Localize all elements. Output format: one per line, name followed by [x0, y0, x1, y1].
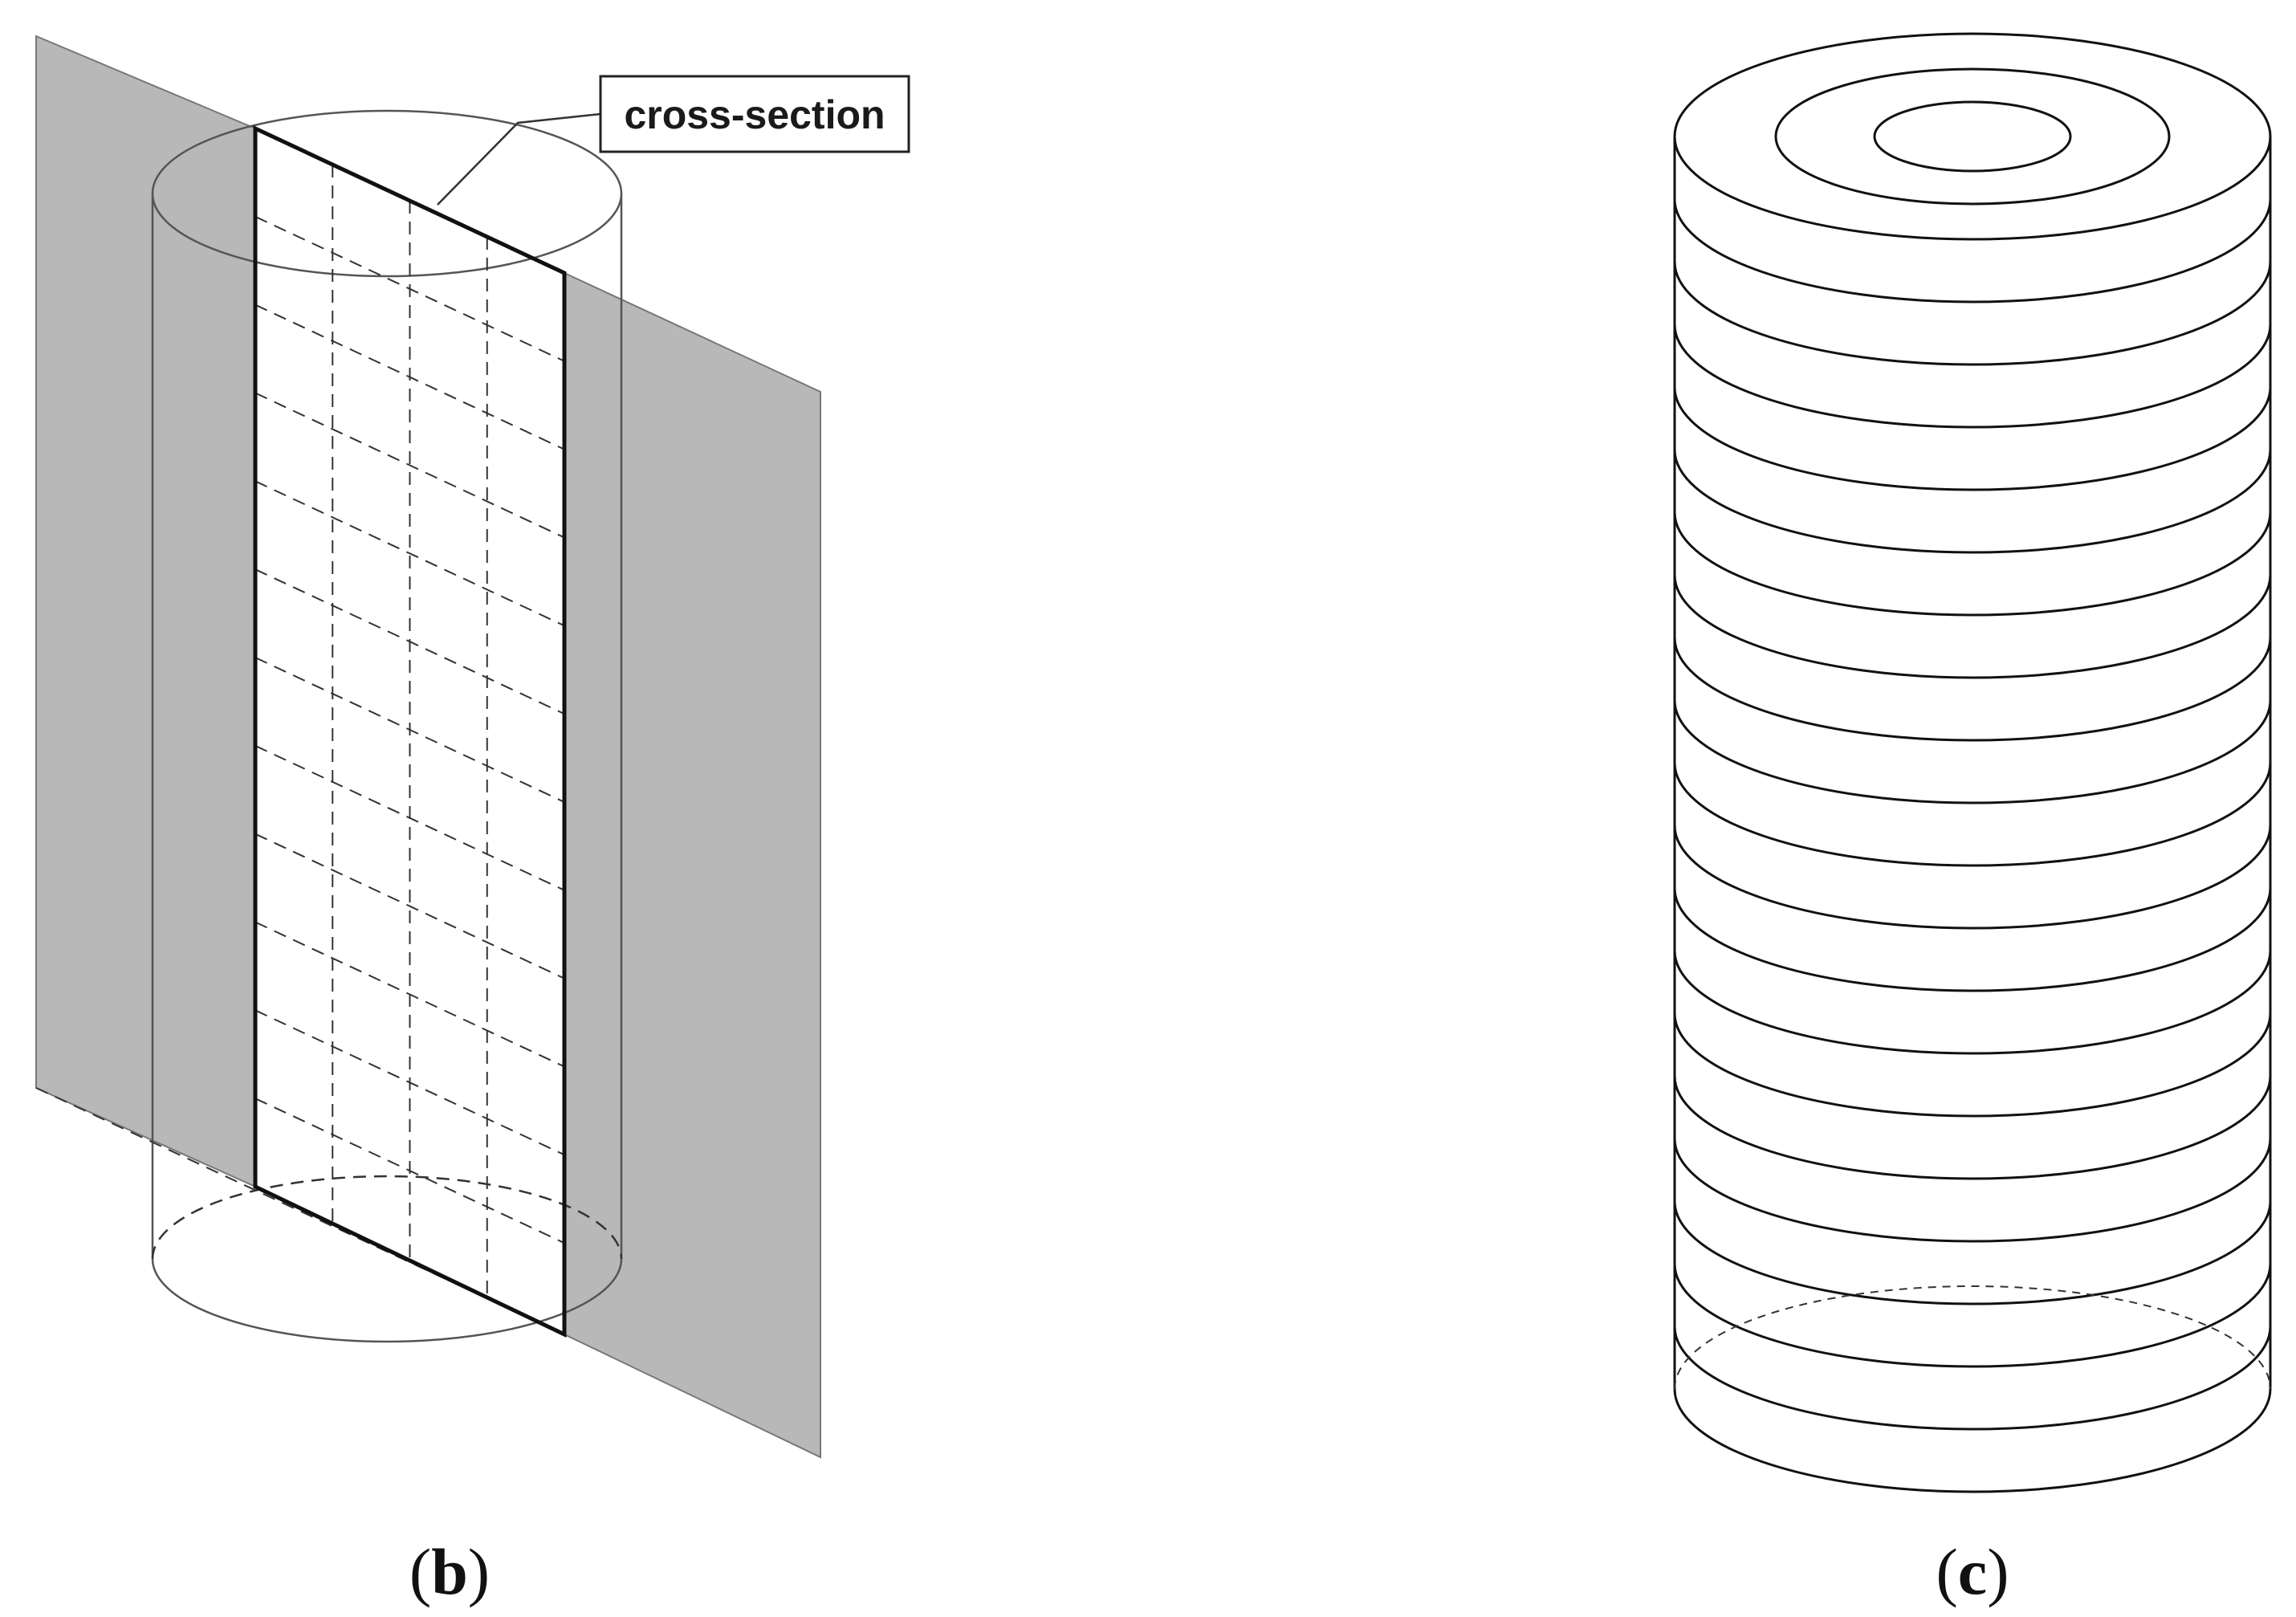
slice-ring	[1673, 1075, 2272, 1180]
slice-ring	[1673, 887, 2272, 992]
grid-horizontal-line	[254, 744, 565, 891]
cylinder-slices	[1673, 198, 2272, 1431]
callout-leader-line	[437, 112, 601, 206]
grid-horizontal-line	[254, 303, 565, 450]
grid-horizontal-line	[254, 568, 565, 715]
slice-ring	[1673, 198, 2272, 303]
cylinder-bottom-front-arc	[151, 1258, 623, 1343]
slice-ring	[1673, 699, 2272, 804]
cylinder-c-bottom-front-arc	[1673, 1388, 2272, 1493]
slice-ring	[1673, 449, 2272, 554]
cylinder-outline	[151, 109, 623, 1343]
slice-ring	[1673, 1326, 2272, 1431]
grid-horizontal-line	[254, 833, 565, 980]
slice-ring	[1673, 950, 2272, 1055]
panel-label-c: (c)	[1936, 1535, 2009, 1608]
callout-box	[599, 75, 910, 153]
grid-horizontal-line	[254, 921, 565, 1068]
grid-horizontal-line	[254, 392, 565, 539]
slice-ring	[1673, 1263, 2272, 1368]
slice-ring	[1673, 511, 2272, 617]
top-inner-ring-2	[1873, 100, 2072, 173]
top-inner-ring-1	[1774, 67, 2171, 206]
slice-ring	[1673, 1200, 2272, 1305]
panel-b: cross-section (b)	[35, 35, 910, 1608]
callout-label: cross-section	[624, 92, 885, 137]
cross-section-grid	[254, 165, 565, 1295]
slice-ring	[1673, 637, 2272, 742]
grid-horizontal-line	[254, 657, 565, 803]
slice-ring	[1673, 1012, 2272, 1118]
slice-ring	[1673, 825, 2272, 930]
slice-ring	[1673, 324, 2272, 429]
panel-label-b: (b)	[409, 1535, 490, 1608]
slice-ring	[1673, 574, 2272, 679]
cylinder-c-top-ellipse	[1673, 32, 2272, 241]
cylinder-c-bottom-back-arc	[1674, 1285, 2271, 1390]
slice-ring	[1673, 386, 2272, 491]
grid-horizontal-line	[254, 1009, 565, 1156]
slice-ring	[1673, 261, 2272, 366]
grid-horizontal-line	[254, 215, 565, 362]
grid-horizontal-line	[254, 480, 565, 627]
cutting-plane-left	[35, 35, 256, 1188]
slice-ring	[1673, 762, 2272, 867]
cross-section-rectangle	[253, 125, 567, 1338]
panel-c: (c)	[1673, 32, 2272, 1608]
cutting-plane-right	[564, 271, 821, 1459]
grid-horizontal-line	[254, 1098, 565, 1244]
cylinder-bottom-back-arc	[151, 1175, 623, 1260]
slice-ring	[1673, 1138, 2272, 1243]
cross-section-callout: cross-section	[437, 75, 910, 206]
